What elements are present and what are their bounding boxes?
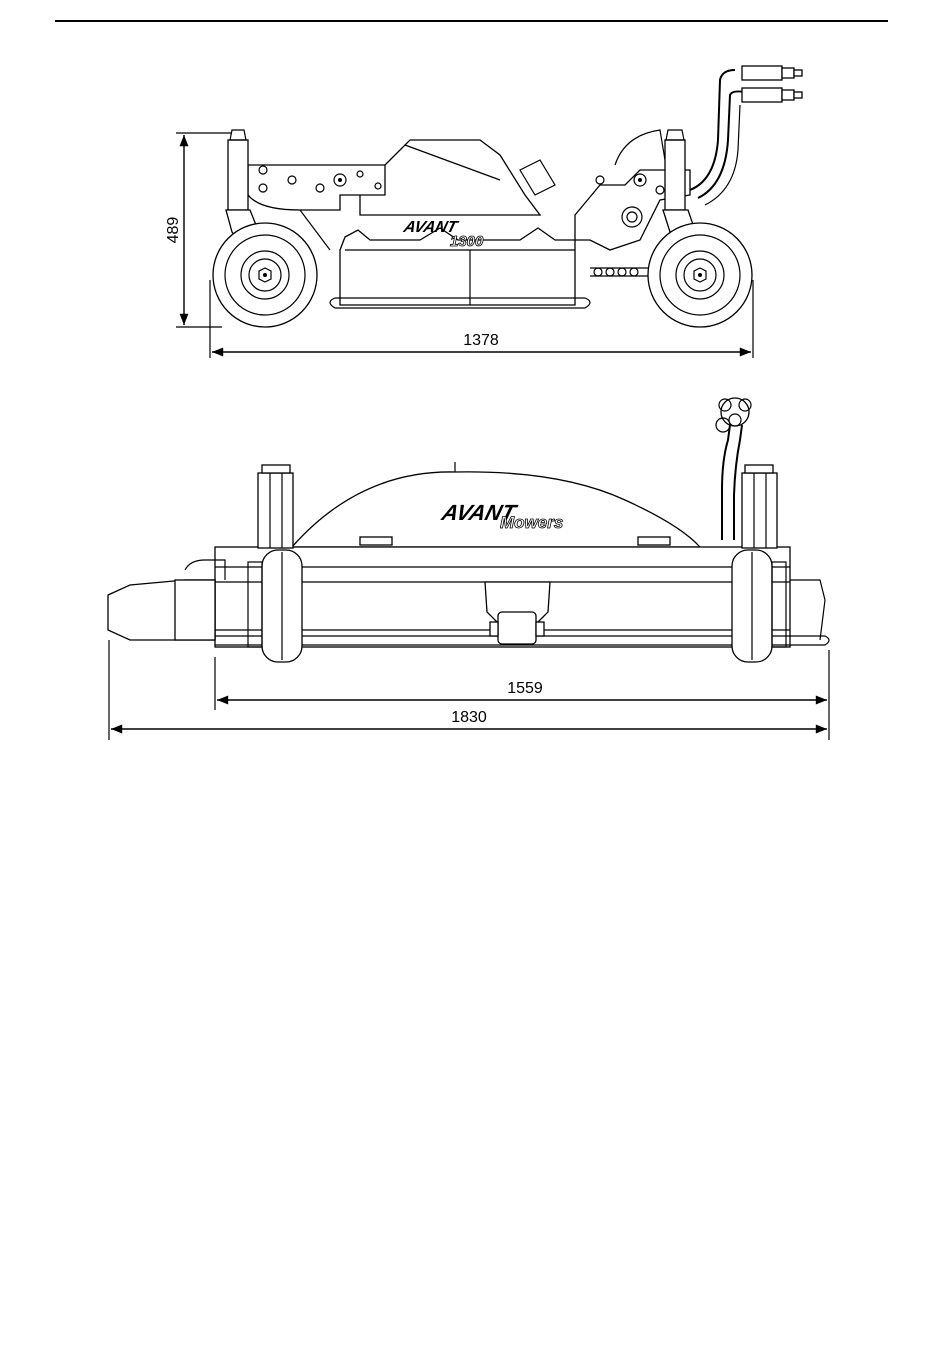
track-width-dimension: 1559 (215, 650, 829, 710)
side-logo-model: 1300 (450, 233, 484, 250)
top-cover (360, 140, 540, 215)
rear-caster-post (228, 140, 248, 210)
total-width-dimension: 1830 (109, 640, 829, 740)
front-hoses (722, 425, 730, 540)
length-label: 1378 (463, 332, 499, 349)
hydraulic-coupler-upper (742, 66, 782, 80)
side-view-drawing: AVANT 1300 (213, 66, 802, 327)
front-coupler-group (721, 398, 749, 426)
hydraulic-coupler-lower (742, 88, 782, 102)
right-caster-post (742, 473, 777, 548)
front-view-drawing: AVANT Mowers (108, 398, 829, 662)
front-logo-line: Mowers (500, 513, 563, 532)
total-width-label: 1830 (451, 709, 487, 726)
track-width-label: 1559 (507, 680, 543, 697)
left-caster-post (258, 473, 293, 548)
front-caster-post (665, 140, 685, 210)
height-label: 489 (165, 217, 182, 244)
